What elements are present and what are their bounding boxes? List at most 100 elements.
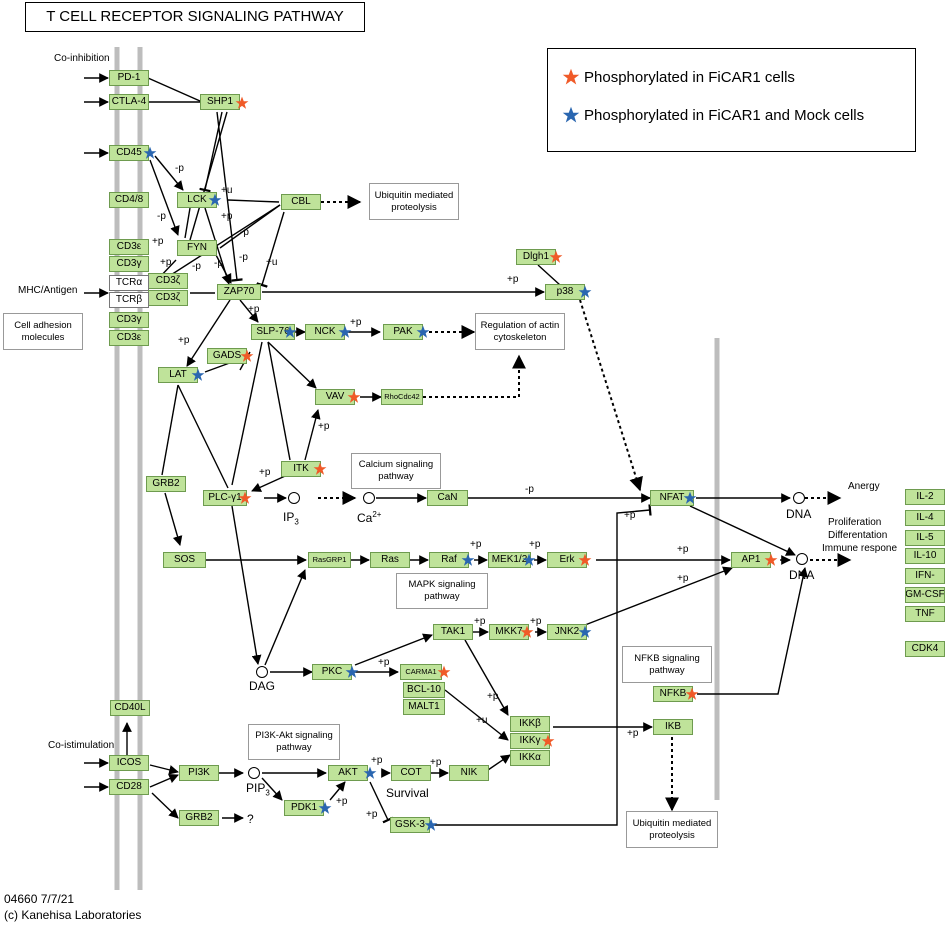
gene-shp1[interactable]: SHP1	[200, 94, 240, 110]
gene-ikb[interactable]: IKB	[653, 719, 693, 735]
edge-label: -p	[240, 227, 249, 238]
red-star-icon	[562, 68, 580, 85]
gene-tcra[interactable]: TCRα	[109, 275, 149, 291]
gene-il5[interactable]: IL-5	[905, 530, 945, 546]
gene-fyn[interactable]: FYN	[177, 240, 217, 256]
label-survival: Survival	[386, 786, 429, 800]
gene-tak1[interactable]: TAK1	[433, 624, 473, 640]
blue-star-icon	[191, 368, 205, 381]
edge-label: +p	[430, 757, 442, 768]
blue-star-icon	[424, 818, 438, 831]
edge-label: +p	[248, 304, 260, 315]
gene-cd3z-a[interactable]: CD3ζ	[148, 273, 188, 289]
gene-pdk1[interactable]: PDK1	[284, 800, 324, 816]
gene-erk[interactable]: Erk	[547, 552, 587, 568]
red-star-icon	[578, 553, 592, 566]
edge-label: +u	[221, 185, 233, 196]
gene-ikka[interactable]: IKKα	[510, 750, 550, 766]
blue-star-icon	[522, 553, 536, 566]
red-star-icon	[235, 96, 249, 109]
gene-cd3z-b[interactable]: CD3ζ	[148, 290, 188, 306]
edge-label: +p	[507, 274, 519, 285]
edge-label: +p	[259, 467, 271, 478]
pathway-calcium[interactable]: Calcium signaling pathway	[351, 453, 441, 489]
gene-slp76[interactable]: SLP-76	[251, 324, 295, 340]
gene-cd28[interactable]: CD28	[109, 779, 149, 795]
edge-label: +p	[529, 539, 541, 550]
gene-cbl[interactable]: CBL	[281, 194, 321, 210]
gene-lat[interactable]: LAT	[158, 367, 198, 383]
gene-bcl10[interactable]: BCL-10	[403, 682, 445, 698]
pathway-actin[interactable]: Regulation of actin cytoskeleton	[475, 313, 565, 350]
gene-grb2-bot[interactable]: GRB2	[179, 810, 219, 826]
red-star-icon	[549, 250, 563, 263]
edge-label: +u	[476, 715, 488, 726]
gene-can[interactable]: CaN	[427, 490, 468, 506]
edge-label: +p	[350, 317, 362, 328]
red-star-icon	[238, 491, 252, 504]
gene-akt[interactable]: AKT	[328, 765, 368, 781]
label-immune-response: Immune respone	[822, 543, 898, 554]
pathway-pi3k-akt[interactable]: PI3K-Akt signaling pathway	[248, 724, 340, 760]
label-proliferation: Proliferation	[828, 517, 882, 528]
gene-cd40l[interactable]: CD40L	[110, 700, 150, 716]
red-star-icon	[764, 553, 778, 566]
gene-cot[interactable]: COT	[391, 765, 431, 781]
gene-grb2-top[interactable]: GRB2	[146, 476, 186, 492]
gene-il10[interactable]: IL-10	[905, 548, 945, 564]
gene-rhocdc42[interactable]: RhoCdc42	[381, 389, 423, 405]
gene-cd4-8[interactable]: CD4/8	[109, 192, 149, 208]
edge-label: -p	[239, 252, 248, 263]
gene-pd1[interactable]: PD-1	[109, 70, 149, 86]
compound-ip3-node	[288, 492, 300, 504]
blue-star-icon	[363, 766, 377, 779]
gene-sos[interactable]: SOS	[163, 552, 206, 568]
edge-label: -p	[192, 261, 201, 272]
edge-label: +p	[178, 335, 190, 346]
edge-label: -p	[525, 484, 534, 495]
gene-mek12[interactable]: MEK1/2	[488, 552, 531, 568]
gene-cd3e-bot[interactable]: CD3ε	[109, 330, 149, 346]
gene-rasgrp1[interactable]: RasGRP1	[308, 552, 351, 568]
blue-star-icon	[578, 625, 592, 638]
pathway-mapk[interactable]: MAPK signaling pathway	[396, 573, 488, 609]
pathway-cell-adhesion[interactable]: Cell adhesion molecules	[3, 313, 83, 350]
footer-code: 04660 7/7/21	[4, 892, 75, 906]
red-star-icon	[520, 625, 534, 638]
gene-cd45[interactable]: CD45	[109, 145, 149, 161]
gene-icos[interactable]: ICOS	[109, 755, 149, 771]
gene-ikkb[interactable]: IKKβ	[510, 716, 550, 732]
gene-tnf[interactable]: TNF	[905, 606, 945, 622]
label-question: ?	[247, 812, 254, 826]
gene-tcrb[interactable]: TCRβ	[109, 292, 149, 308]
gene-ras[interactable]: Ras	[370, 552, 410, 568]
gene-mkk7[interactable]: MKK7	[489, 624, 529, 640]
gene-il4[interactable]: IL-4	[905, 510, 945, 526]
gene-gmcsf[interactable]: GM-CSF	[905, 587, 945, 603]
gene-malt1[interactable]: MALT1	[403, 699, 445, 715]
gene-carma1[interactable]: CARMA1	[400, 664, 442, 680]
gene-zap70[interactable]: ZAP70	[217, 284, 261, 300]
gene-il2[interactable]: IL-2	[905, 489, 945, 505]
edge-label: +p	[530, 616, 542, 627]
page-title: T CELL RECEPTOR SIGNALING PATHWAY	[25, 2, 365, 32]
gene-pi3k[interactable]: PI3K	[179, 765, 219, 781]
footer-copyright: (c) Kanehisa Laboratories	[4, 908, 142, 922]
gene-ctla4[interactable]: CTLA-4	[109, 94, 149, 110]
gene-ifn[interactable]: IFN-	[905, 568, 945, 584]
pathway-nfkb[interactable]: NFKB signaling pathway	[622, 646, 712, 683]
edge-label: +p	[677, 573, 689, 584]
gene-cd3g-bot[interactable]: CD3γ	[109, 312, 149, 328]
edge-label: -p	[175, 163, 184, 174]
edge-label: +p	[378, 657, 390, 668]
gene-nik[interactable]: NIK	[449, 765, 489, 781]
pathway-ubiquitin-top[interactable]: Ubiquitin mediated proteolysis	[369, 183, 459, 220]
pathway-ubiquitin-bottom[interactable]: Ubiquitin mediated proteolysis	[626, 811, 718, 848]
edge-label: -p	[214, 258, 223, 269]
gene-cd3e-top[interactable]: CD3ε	[109, 239, 149, 255]
edge-label: +p	[627, 728, 639, 739]
blue-star-icon	[345, 665, 359, 678]
gene-cd3g-top[interactable]: CD3γ	[109, 256, 149, 272]
gene-cdk4[interactable]: CDK4	[905, 641, 945, 657]
blue-star-icon	[578, 285, 592, 298]
